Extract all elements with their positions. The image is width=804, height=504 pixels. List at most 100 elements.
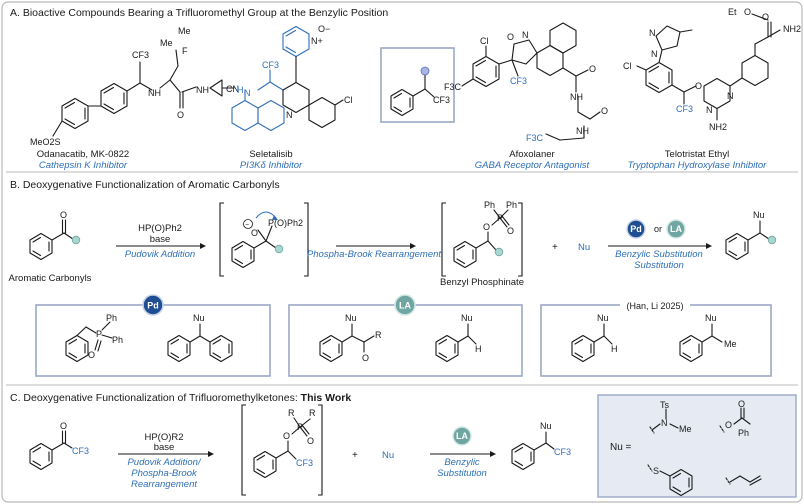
- svg-text:base: base: [154, 442, 175, 453]
- svg-text:N: N: [522, 30, 529, 40]
- la-badge: [666, 219, 686, 239]
- svg-text:CF3: CF3: [72, 446, 89, 456]
- bracket-left-2: [441, 202, 446, 277]
- telotristat-structure: [636, 13, 781, 121]
- nu-thiophenyl: [647, 464, 693, 497]
- svg-text:O: O: [507, 226, 514, 236]
- svg-text:+: +: [352, 450, 358, 461]
- telotristat-name: Telotristat Ethyl: [665, 149, 729, 160]
- svg-text:Me: Me: [178, 26, 191, 36]
- aromatic-carbonyls-label: Aromatic Carbonyls: [9, 273, 92, 284]
- svg-text:Pudovik Addition: Pudovik Addition: [125, 249, 195, 260]
- c-la-badge: [452, 426, 472, 446]
- svg-text:Me: Me: [160, 38, 173, 48]
- svg-text:CF3: CF3: [296, 458, 313, 468]
- svg-text:or: or: [654, 224, 662, 234]
- svg-text:Et: Et: [728, 7, 737, 17]
- bracket-right-2: [518, 202, 523, 277]
- la-panel-badge: [394, 294, 416, 316]
- svg-text:O: O: [695, 81, 702, 91]
- aromatic-carbonyl-structure: [29, 219, 81, 261]
- svg-text:LA: LA: [399, 301, 411, 311]
- svg-text:Pd: Pd: [147, 301, 159, 311]
- alkoxide-intermediate-structure: [231, 211, 284, 269]
- svg-text:−: −: [245, 222, 249, 229]
- svg-text:O: O: [601, 106, 608, 116]
- svg-text:NH: NH: [570, 92, 583, 102]
- svg-text:Nu: Nu: [345, 313, 357, 323]
- svg-text:Cl: Cl: [344, 95, 353, 105]
- svg-text:Benzylic: Benzylic: [444, 457, 480, 468]
- svg-text:P: P: [297, 422, 303, 432]
- odanacatib-name: Odanacatib, MK-0822: [37, 149, 129, 160]
- svg-text:Phospha-Brook: Phospha-Brook: [131, 468, 198, 479]
- svg-text:H: H: [611, 344, 618, 354]
- svg-text:O: O: [60, 210, 67, 220]
- svg-text:N+: N+: [311, 36, 323, 46]
- svg-text:O: O: [362, 353, 369, 363]
- svg-text:O: O: [283, 431, 290, 441]
- svg-text:NH: NH: [148, 88, 161, 98]
- svg-text:Ph: Ph: [112, 335, 123, 345]
- svg-text:F: F: [182, 46, 188, 56]
- afoxolaner-name: Afoxolaner: [509, 149, 554, 160]
- svg-text:O: O: [725, 420, 732, 430]
- svg-text:NH: NH: [576, 126, 589, 136]
- svg-text:Ph: Ph: [506, 200, 517, 210]
- svg-text:R: R: [309, 408, 316, 418]
- motif-highlight-box: [380, 47, 455, 123]
- telotristat-target: Tryptophan Hydroxylase Inhibitor: [628, 160, 768, 171]
- han-li-example-toluene: [571, 323, 613, 363]
- bracket-right-1: [304, 202, 309, 277]
- svg-text:Me: Me: [724, 339, 737, 349]
- svg-text:N: N: [244, 88, 251, 98]
- svg-text:CN: CN: [226, 84, 239, 94]
- svg-text:LA: LA: [456, 431, 468, 441]
- svg-text:R: R: [375, 330, 382, 340]
- pd-badge: [626, 219, 646, 239]
- nu-benzoate: [719, 407, 751, 433]
- svg-text:Pudovik Addition/: Pudovik Addition/: [127, 457, 201, 468]
- svg-text:NH: NH: [196, 85, 209, 95]
- svg-text:O: O: [738, 399, 745, 409]
- svg-text:Nu: Nu: [461, 313, 473, 323]
- svg-text:O: O: [744, 7, 751, 17]
- svg-text:P: P: [96, 329, 102, 339]
- svg-text:H: H: [475, 344, 482, 354]
- svg-text:O: O: [762, 12, 769, 22]
- svg-text:NH2: NH2: [783, 24, 801, 34]
- seletalisib-target: PI3Kδ Inhibitor: [240, 160, 303, 171]
- svg-text:Nu =: Nu =: [610, 442, 632, 453]
- svg-text:HP(O)Ph2: HP(O)Ph2: [138, 223, 182, 234]
- svg-text:base: base: [150, 234, 171, 245]
- svg-text:O: O: [88, 350, 95, 360]
- svg-text:N: N: [727, 91, 734, 101]
- svg-text:Substitution: Substitution: [634, 260, 684, 271]
- svg-text:Nu: Nu: [382, 450, 394, 461]
- svg-text:CF3: CF3: [132, 50, 149, 60]
- svg-text:Nu: Nu: [753, 210, 765, 220]
- svg-text:Cl: Cl: [623, 61, 632, 71]
- odanacatib-structure: [52, 49, 235, 137]
- svg-text:O: O: [507, 32, 514, 42]
- svg-text:P: P: [497, 213, 503, 223]
- svg-text:Ph: Ph: [106, 313, 117, 323]
- svg-text:Cl: Cl: [480, 36, 489, 46]
- seletalisib-name: Seletalisib: [249, 149, 292, 160]
- nu-allyl: [725, 475, 762, 486]
- svg-text:NH2: NH2: [709, 122, 727, 132]
- svg-text:CF3: CF3: [510, 76, 527, 86]
- svg-text:F3C: F3C: [526, 133, 544, 143]
- svg-text:R: R: [288, 408, 295, 418]
- product-c-structure: [511, 431, 555, 471]
- svg-text:S: S: [653, 466, 659, 476]
- svg-text:CF3: CF3: [676, 104, 693, 114]
- svg-text:O: O: [60, 421, 67, 431]
- svg-text:Phospha-Brook Rearrangement: Phospha-Brook Rearrangement: [307, 249, 441, 260]
- svg-text:Substitution: Substitution: [437, 468, 487, 479]
- svg-text:O−: O−: [318, 24, 330, 34]
- svg-text:N: N: [651, 49, 658, 59]
- svg-text:N: N: [649, 28, 656, 38]
